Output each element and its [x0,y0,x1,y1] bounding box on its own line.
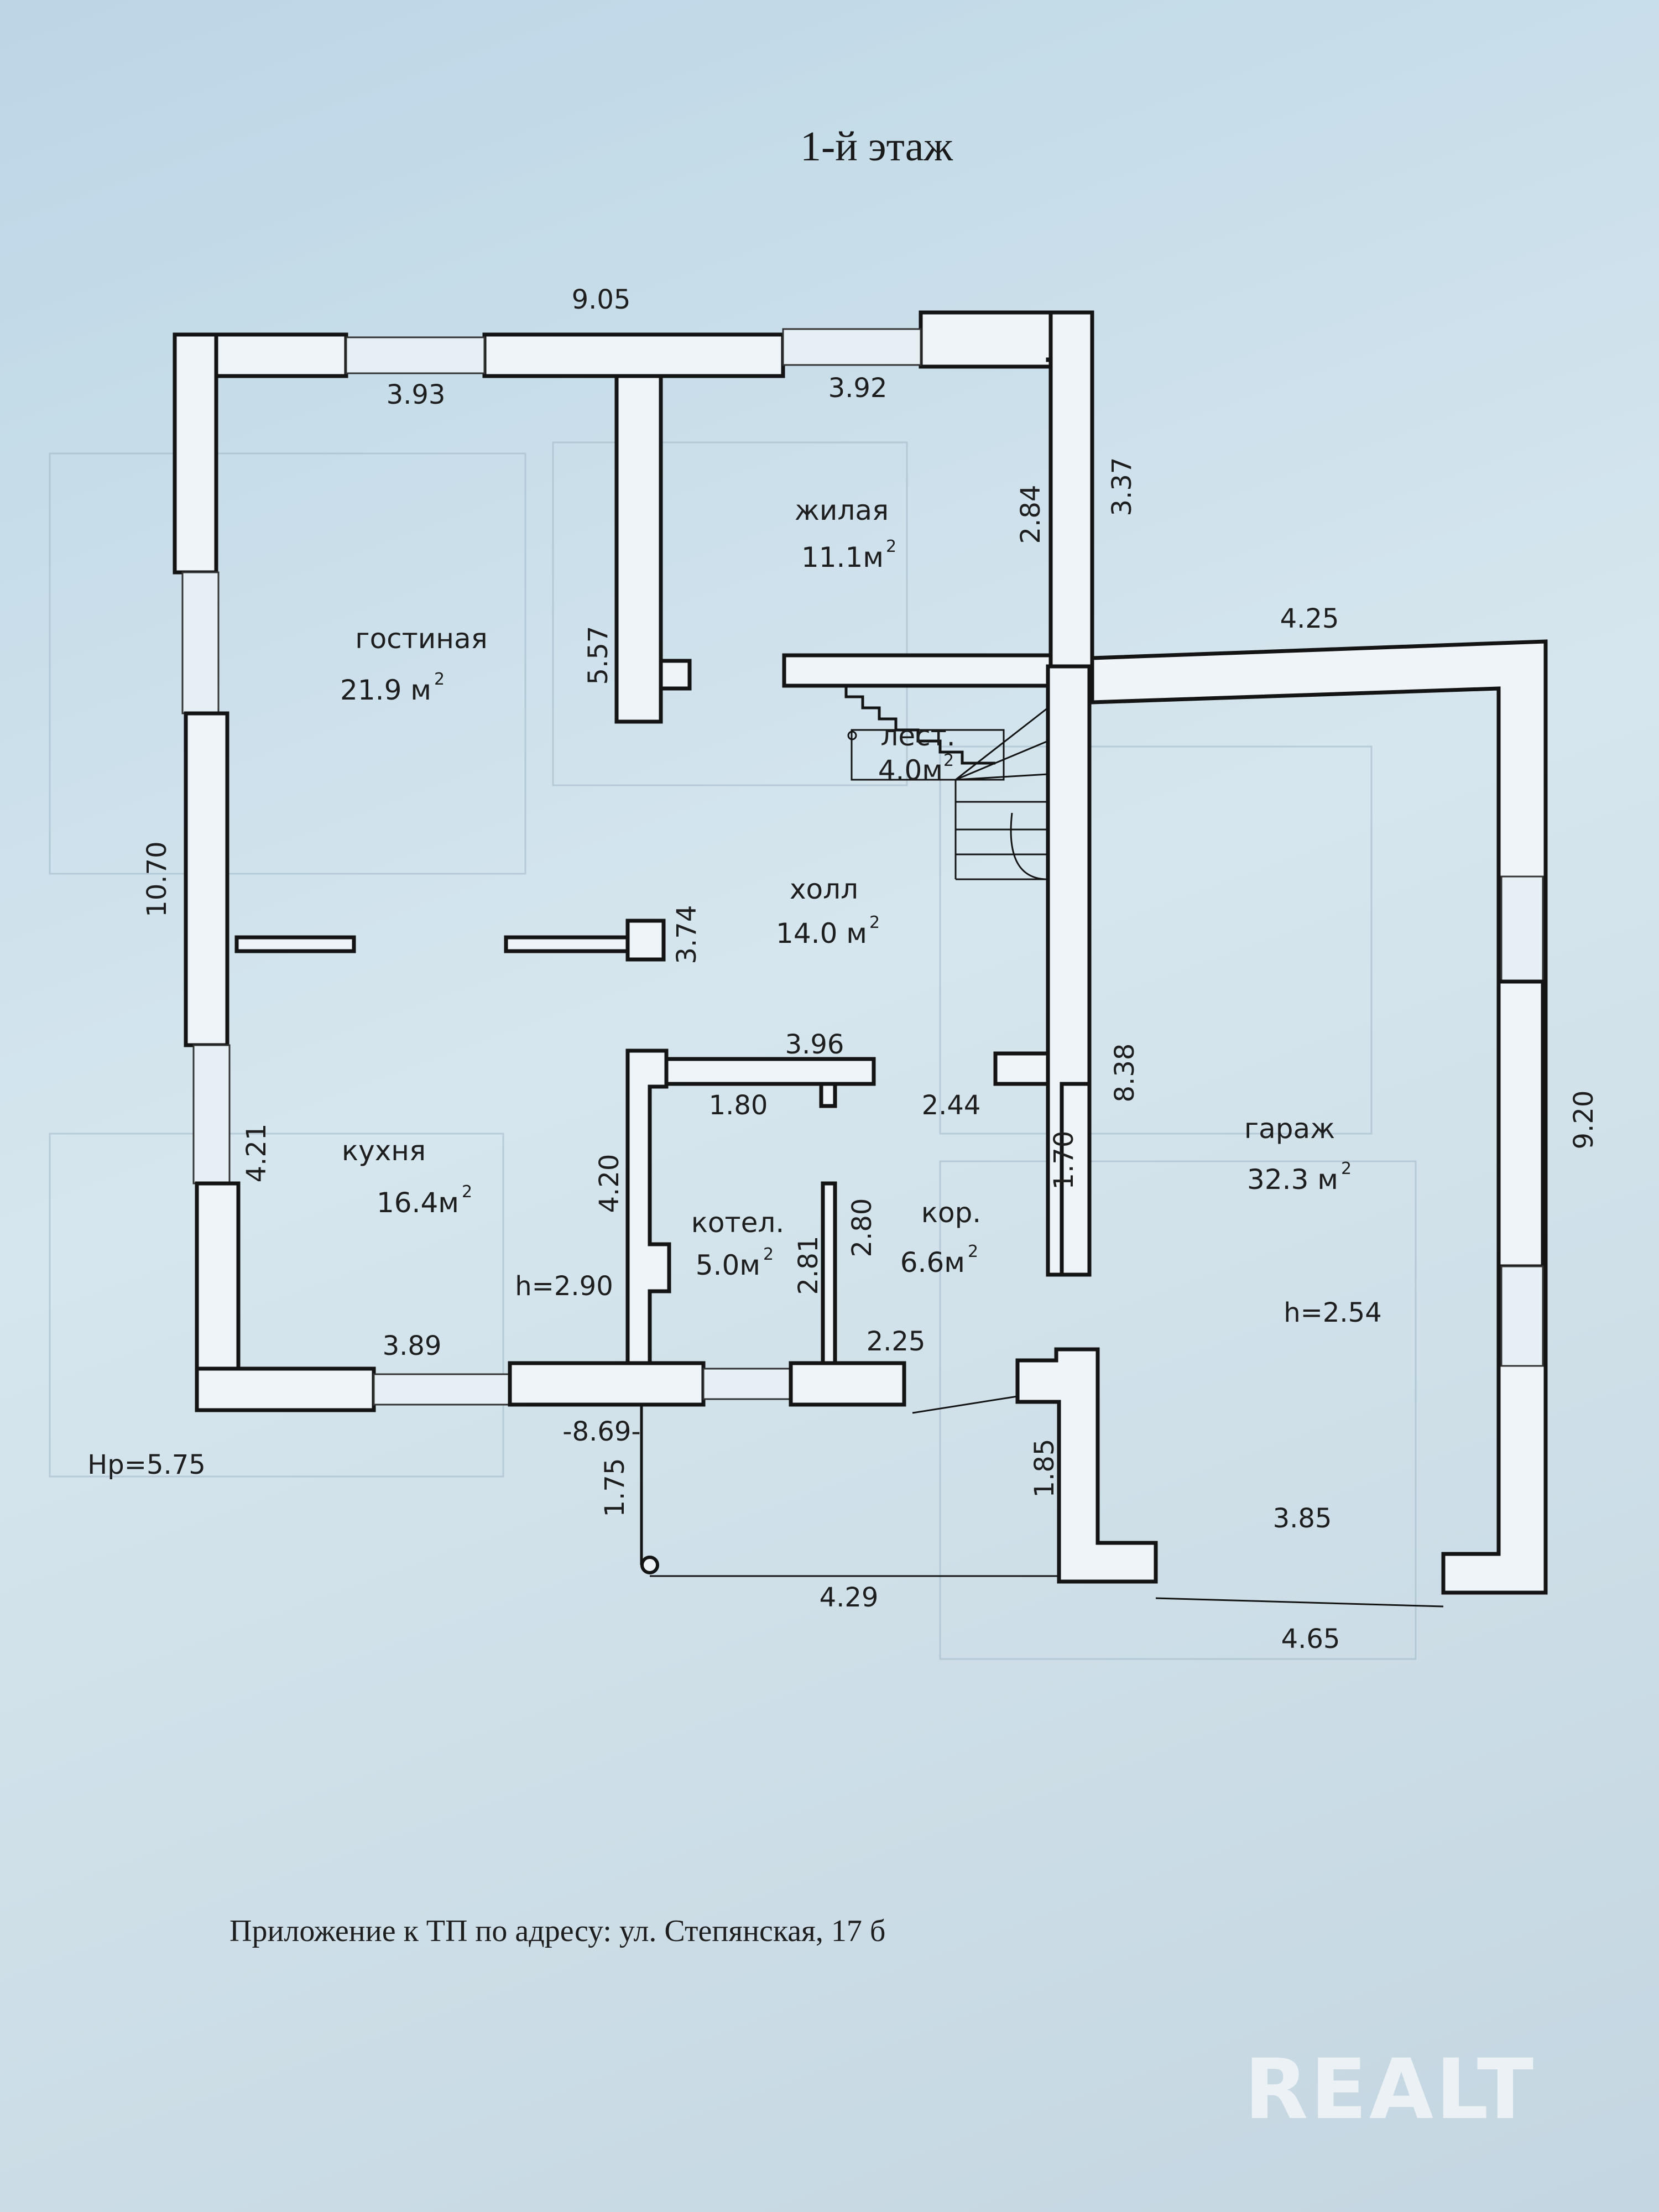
dim-porch-bottom: 4.29 [820,1582,879,1613]
dim-boiler-h1: 2.81 [793,1236,824,1295]
wall-bottom-left [195,1366,376,1412]
room-sup-garazh: 2 [1341,1159,1352,1178]
dim-living-height: 2.84 [1015,485,1046,544]
room-sup-holl: 2 [869,913,880,932]
wall-garage-outer [1090,639,1548,1595]
wall-right-upper [1048,310,1094,669]
wall-bottom-right [789,1361,906,1407]
wall-stub-right [993,1051,1050,1086]
wall-stair-top [782,653,1053,688]
dim-corridor-side: 1.70 [1048,1131,1079,1190]
room-sup-kotel: 2 [763,1245,774,1264]
wall-boiler-right [821,1181,837,1365]
wall-top-mid [482,332,785,378]
address-caption: Приложение к ТП по адресу: ул. Степянска… [229,1914,885,1948]
room-area-gostinaya: 21.9 м [340,674,431,706]
room-area-kotel: 5.0м [696,1249,760,1281]
room-area-lest: 4.0м [878,754,943,786]
room-name-garazh: гараж [1244,1113,1335,1145]
dim-hall-column: 3.74 [671,905,702,964]
room-sup-gostinaya: 2 [434,670,445,689]
dim-bottom-mid: 2.25 [867,1326,926,1357]
dim-boiler-wall: 4.20 [594,1154,625,1213]
dim-top-total: 9.05 [572,284,631,315]
window-bottom-left [373,1373,511,1406]
wall-corridor-top [664,1057,876,1086]
dim-left-total: 10.70 [142,841,173,917]
dim-bottom-total: -8.69- [562,1416,641,1447]
room-sup-kor: 2 [968,1242,978,1261]
dim-garage-bottom: 4.65 [1281,1624,1340,1655]
dim-corridor-right: 2.44 [922,1090,981,1121]
realt-watermark-logo: REALT [1244,2042,1536,2138]
dim-porch-right: 1.85 [1029,1439,1060,1498]
walls [173,310,1548,1595]
wall-bottom-mid [508,1361,706,1407]
room-name-kuhnya: кухня [342,1135,426,1167]
porch [640,1395,1444,1608]
room-name-kotel: котел. [691,1207,785,1239]
window-top-right [782,328,922,366]
wall-left-mid [184,711,229,1047]
wall-garage-right-mid [1496,979,1545,1269]
dim-garage-inner: 3.85 [1273,1503,1332,1534]
room-area-zhilaya: 11.1м [801,541,884,573]
dim-ridge-height: Hp=5.75 [87,1449,206,1480]
dim-top-right: 3.92 [828,373,888,404]
dim-partition: 5.57 [583,626,614,685]
wall-garage-lower-left [1015,1347,1158,1584]
wall-left-upper [173,332,218,575]
room-area-kuhnya: 16.4м [377,1187,459,1219]
room-name-gostinaya: гостиная [355,623,487,655]
wall-partition-living [614,374,663,724]
room-sup-zhilaya: 2 [886,537,896,556]
dimension-labels: 9.05 3.93 3.92 4.25 h=2.54 h=2.90 3.96 1… [87,284,1599,1655]
room-name-zhilaya: жилая [795,494,889,526]
dim-garage-height: h=2.54 [1284,1297,1382,1328]
room-area-holl: 14.0 м [776,917,867,950]
room-sup-kuhnya: 2 [462,1182,472,1202]
dim-wall-right-upper: 3.37 [1107,457,1138,517]
dim-garage-right: 9.20 [1568,1091,1599,1150]
plan-title: 1-й этаж [800,123,953,170]
hall-column [625,919,666,962]
wall-boiler-left [625,1048,671,1365]
wall-stub-left [234,935,356,953]
dim-corridor-width: 3.96 [785,1029,844,1060]
dim-house-height: h=2.90 [515,1271,613,1302]
wall-stub-mid [504,935,630,953]
staircase [844,686,1048,880]
dim-kitchen-left: 4.21 [241,1124,272,1183]
dim-top-left: 3.93 [387,379,446,410]
background-ghost-lines [49,441,1417,1660]
dim-bottom-left: 3.89 [383,1331,442,1361]
room-name-lest: лест. [880,720,955,752]
window-bottom-mid [702,1368,792,1400]
dim-garage-top: 4.25 [1280,603,1339,634]
room-labels: гостиная 21.9 м 2 жилая 11.1м 2 лест. 4.… [340,494,1352,1281]
window-garage-upper [1500,875,1544,983]
dim-stair-wall: 8.38 [1109,1044,1140,1103]
room-name-kor: кор. [921,1197,981,1229]
window-left-lower [192,1044,231,1185]
room-area-garazh: 32.3 м [1247,1164,1338,1196]
room-area-kor: 6.6м [900,1246,965,1279]
window-top-left [345,336,486,374]
window-garage-lower [1500,1265,1544,1367]
window-left-upper [181,571,220,714]
dim-porch-left: 1.75 [599,1458,630,1517]
dim-boiler-h2: 2.80 [847,1198,878,1258]
room-sup-lest: 2 [943,751,954,770]
dim-corridor-left: 1.80 [709,1090,768,1121]
room-name-holl: холл [790,873,858,905]
